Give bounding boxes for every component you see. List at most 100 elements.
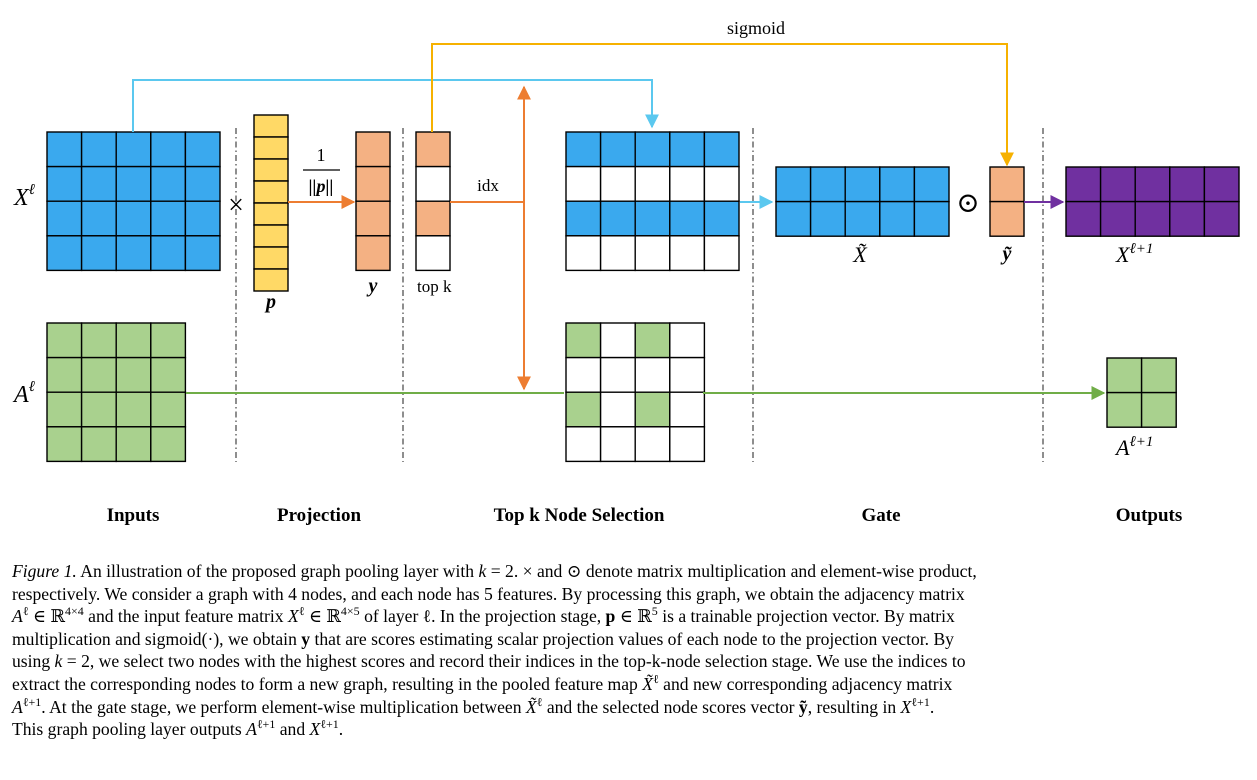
selected-adjacency-matrix [565,322,706,463]
matrix-cell [669,322,706,359]
matrix-cell [565,322,602,359]
y-tilde-label: ỹ [1001,243,1013,265]
matrix-cell [809,200,846,237]
sigmoid-label: sigmoid [727,18,785,38]
fraction-numerator: 1 [317,145,326,165]
matrix-cell [1169,166,1206,203]
matrix-cell [1065,200,1102,237]
matrix-cell [599,426,636,463]
matrix-cell [634,235,671,272]
matrix-cell [80,391,117,428]
matrix-cell [844,200,881,237]
matrix-cell [669,426,706,463]
matrix-cell [599,200,636,237]
stage-label-selection: Top k Node Selection [494,505,665,526]
matrix-cell [1134,200,1171,237]
matrix-cell [879,200,916,237]
caption-line: extract the corresponding nodes to form … [12,672,953,694]
matrix-cell [1099,200,1136,237]
input-adjacency-matrix [46,322,187,463]
matrix-cell [415,235,451,272]
matrix-cell [184,165,221,202]
matrix-cell [669,200,706,237]
matrix-cell [115,356,152,393]
matrix-cell [115,426,152,463]
matrix-cell [46,356,83,393]
a-out-label: Aℓ+1 [1114,434,1153,460]
matrix-cell [1169,200,1206,237]
matrix-cell [1106,391,1143,428]
caption-line: multiplication and sigmoid(·), we obtain… [12,628,954,649]
output-adjacency-matrix [1106,357,1177,428]
matrix-cell [150,322,187,359]
matrix-cell [253,268,289,292]
matrix-cell [115,391,152,428]
matrix-cell [253,136,289,160]
matrix-cell [150,356,187,393]
caption-line: Aℓ ∈ ℝ4×4 and the input feature matrix X… [12,604,955,627]
matrix-cell [355,235,391,272]
matrix-cell [669,165,706,202]
sigmoid-arrow [431,43,1014,167]
matrix-cell [844,166,881,203]
matrix-cell [150,235,187,272]
topk-score-vector [415,131,451,272]
matrix-cell [634,200,671,237]
pooled-feature-matrix [775,166,950,237]
graph-pooling-diagram: sigmoid idx top k Xℓ Aℓ Xℓ+1 Aℓ+1 p y X̃… [12,18,1240,526]
matrix-cell [809,166,846,203]
matrix-cell [634,426,671,463]
topk-label: top k [417,277,452,296]
a-in-label: Aℓ [12,379,35,408]
matrix-cell [80,165,117,202]
x-tilde-label: X̃ [852,242,868,267]
matrix-cell [565,391,602,428]
matrix-cell [253,224,289,248]
matrix-cell [80,235,117,272]
stage-separators [235,128,1044,462]
matrix-cell [599,391,636,428]
matrix-cell [184,200,221,237]
matrix-cell [565,131,602,168]
matrix-cell [1065,166,1102,203]
stage-label-outputs: Outputs [1116,505,1183,526]
x-out-label: Xℓ+1 [1115,241,1153,267]
matrix-cell [415,200,451,237]
matrix-cell [46,322,83,359]
matrix-cell [565,200,602,237]
matrix-cell [253,202,289,226]
matrix-cell [355,165,391,202]
matrix-cell [253,114,289,138]
matrix-cell [253,246,289,270]
matrix-cell [703,235,740,272]
matrix-cell [355,131,391,168]
score-vector [355,131,391,272]
caption-line: Figure 1. An illustration of the propose… [12,561,977,581]
matrix-cell [669,391,706,428]
matrix-cell [1140,357,1177,394]
matrix-cell [115,322,152,359]
matrix-cell [150,165,187,202]
matrix-cell [913,166,950,203]
matrix-cell [115,131,152,168]
matrix-cell [80,131,117,168]
p-label: p [264,291,276,313]
matrix-cell [599,322,636,359]
matrix-cell [634,165,671,202]
idx-label: idx [477,176,499,195]
matrix-cell [703,165,740,202]
matrix-cell [80,426,117,463]
matrix-cell [184,131,221,168]
matrix-cell [415,131,451,168]
matrix-cell [355,200,391,237]
matrix-cell [565,426,602,463]
selected-feature-matrix [565,131,740,272]
matrix-cell [634,322,671,359]
stage-label-projection: Projection [277,505,361,526]
matrix-cell [1099,166,1136,203]
output-feature-matrix [1065,166,1240,237]
matrix-cell [599,131,636,168]
caption-line: respectively. We consider a graph with 4… [12,583,965,604]
matrix-cell [150,391,187,428]
matrix-cell [634,391,671,428]
